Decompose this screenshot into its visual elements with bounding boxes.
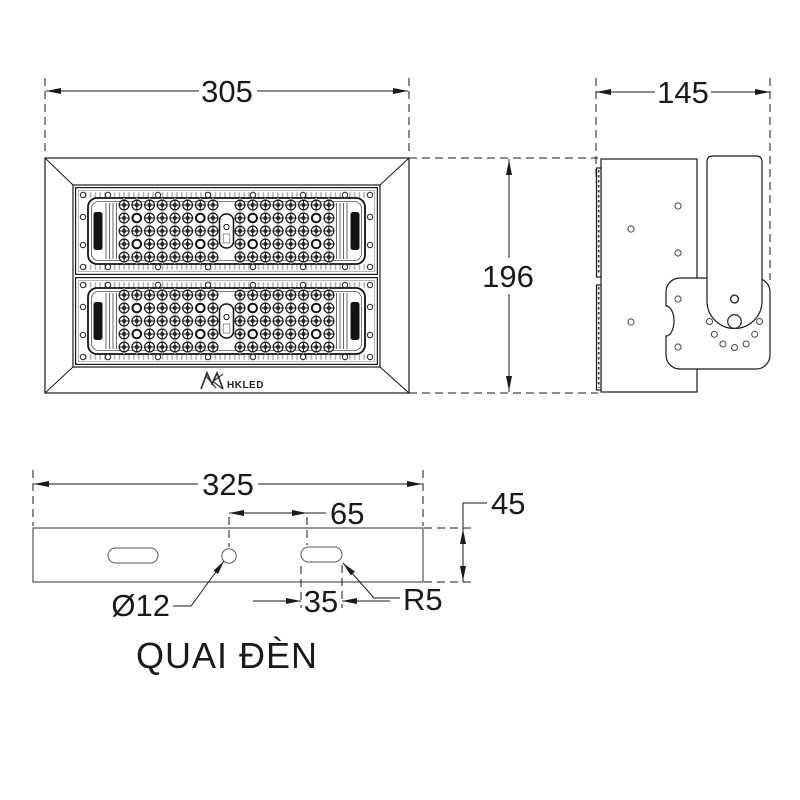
dim-label-slot-width: 35 — [304, 584, 338, 619]
dim-label-side-width: 145 — [657, 75, 709, 110]
brand-logo: HKLED — [200, 370, 264, 391]
housing-bevels — [44, 157, 410, 394]
arrowhead — [393, 88, 408, 94]
dim-label-height: 196 — [482, 259, 534, 294]
dim-label-bracket-height: 45 — [491, 486, 525, 521]
dim-slot-radius: R5 — [342, 562, 443, 617]
arrowhead — [229, 510, 244, 516]
dim-label-front-width: 305 — [201, 74, 253, 109]
arrowhead — [755, 89, 770, 95]
arrowhead — [292, 510, 307, 516]
dim-bracket-height: 45 — [424, 486, 525, 583]
dim-label-slot-radius: R5 — [403, 582, 443, 617]
dim-label-hole-offset: 65 — [330, 496, 364, 531]
bracket-slot-left — [107, 547, 159, 564]
dim-label-bracket-width: 325 — [202, 467, 254, 502]
arrowhead — [506, 160, 512, 175]
arrowhead — [286, 598, 301, 604]
arrowhead — [46, 88, 61, 94]
arrowhead — [34, 481, 49, 487]
side-view — [409, 155, 771, 394]
arrowhead — [596, 89, 611, 95]
led-module-2 — [76, 278, 378, 365]
led-module-1 — [76, 188, 378, 275]
bracket-caption: QUAI ĐÈN — [136, 635, 318, 676]
bracket-bottom-view — [32, 527, 424, 583]
arrowhead — [460, 566, 466, 581]
arrowhead — [407, 481, 422, 487]
angle-adjust-holes — [706, 318, 763, 351]
dimensions: 305 145 196 325 — [32, 74, 771, 623]
dim-side-width: 145 — [595, 75, 771, 280]
arrowhead — [460, 529, 466, 544]
arrowhead — [213, 561, 224, 574]
dim-slot-width: 35 — [253, 565, 390, 619]
mount-arm — [706, 155, 763, 330]
dim-bracket-width: 325 — [32, 467, 424, 526]
arrowhead — [342, 598, 357, 604]
logo-text: HKLED — [227, 380, 264, 391]
arrowhead — [506, 376, 512, 391]
bracket-hole — [221, 548, 237, 564]
dim-label-hole-diameter: Ø12 — [111, 588, 170, 623]
dim-hole-diameter: Ø12 — [111, 560, 225, 623]
front-view: HKLED — [44, 157, 410, 394]
bracket-slot-right — [300, 546, 343, 563]
dim-front-width: 305 — [44, 74, 410, 156]
arm-lock-hole — [729, 294, 740, 304]
pivot-hole — [727, 314, 742, 329]
dim-hole-offset: 65 — [228, 496, 364, 547]
arrowhead — [343, 563, 355, 576]
dim-height: 196 — [482, 159, 534, 392]
